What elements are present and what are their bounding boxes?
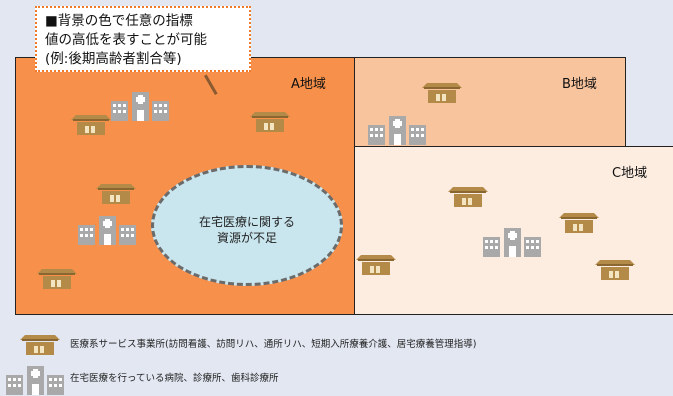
house-icon	[248, 111, 292, 133]
resource-shortage-line-2: 資源が不足	[216, 231, 277, 245]
hospital-icon	[482, 224, 542, 258]
house-icon	[446, 186, 490, 208]
house-icon	[94, 183, 138, 205]
region-c-label: C地域	[612, 166, 648, 181]
callout-line-3: (例:後期高齢者割合等)	[45, 51, 182, 67]
house-icon	[35, 268, 79, 290]
hospital-icon	[367, 112, 427, 146]
house-icon	[593, 259, 637, 281]
callout-box: ■背景の色で任意の指標 値の高低を表すことが可能 (例:後期高齢者割合等)	[35, 6, 251, 72]
hospital-icon	[5, 362, 65, 396]
callout-line-2: 値の高低を表すことが可能	[45, 32, 207, 48]
house-icon	[420, 82, 464, 104]
region-b-label: B地域	[562, 77, 597, 92]
house-icon	[69, 114, 113, 136]
house-icon	[557, 212, 601, 234]
resource-shortage-label: 在宅医療に関する 資源が不足	[151, 214, 343, 246]
hospital-icon	[110, 88, 170, 122]
house-icon	[354, 254, 398, 276]
resource-shortage-line-1: 在宅医療に関する	[198, 215, 295, 229]
callout-line-1: ■背景の色で任意の指標	[45, 13, 193, 29]
region-a-label: A地域	[291, 77, 326, 92]
legend-service-text: 医療系サービス事業所(訪問看護、訪問リハ、通所リハ、短期入所療養介護、居宅療養管…	[70, 339, 477, 350]
legend-clinic-text: 在宅医療を行っている病院、診療所、歯科診療所	[70, 373, 279, 384]
resource-shortage-area	[151, 165, 343, 286]
hospital-icon	[77, 212, 137, 246]
house-icon	[18, 334, 62, 356]
